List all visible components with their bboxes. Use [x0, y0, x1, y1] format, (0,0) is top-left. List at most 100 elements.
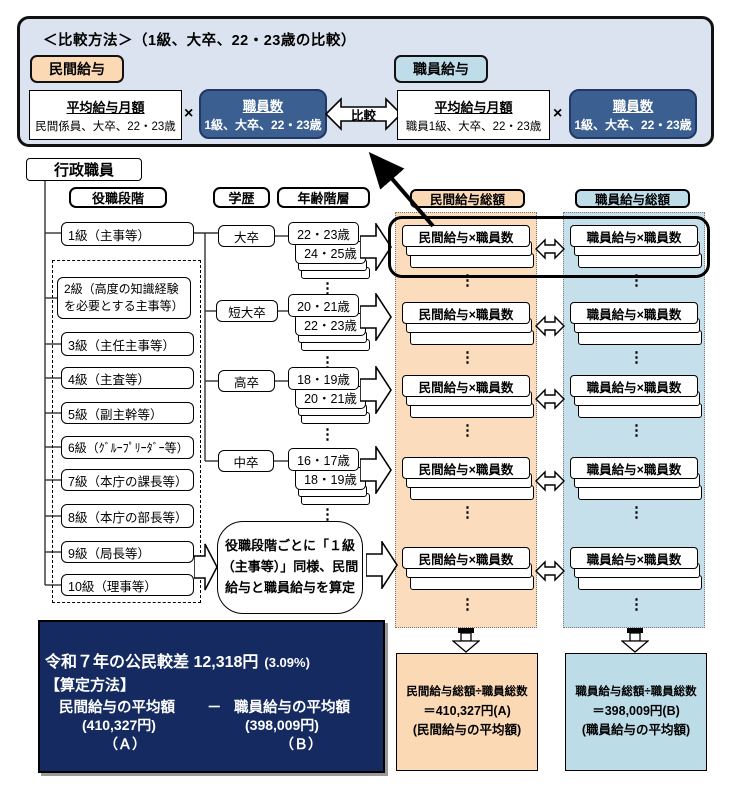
employee-pair-label: 職員給与×職員数: [570, 457, 698, 479]
private-average-box: 平均給与月額 民間係員、大卒、22・23歳: [29, 90, 182, 140]
rank-box-5: 5級（副主幹等）: [61, 402, 194, 424]
private-pair-label: 民間給与×職員数: [402, 457, 530, 479]
ellipsis: ⋮: [629, 272, 644, 289]
ellipsis: ⋮: [460, 272, 475, 289]
method-panel-title: ＜比較方法＞（1級、大卒、22・23歳の比較）: [43, 33, 356, 49]
header-private-total: 民間給与総額: [410, 189, 525, 208]
employee-count-title: 職員数: [612, 99, 654, 114]
flow-arrow-icon: [366, 541, 398, 589]
employee-result-caption: (職員給与の平均額): [581, 722, 691, 737]
summary-left-term: 民間給与の平均額: [59, 700, 175, 716]
calc-note-line: （主事等）」同様、民間: [221, 559, 359, 575]
summary-left-mark: （Ａ）: [104, 736, 146, 752]
rank-box-8: 8級（本庁の部長等）: [61, 504, 194, 528]
rank-box-4: 4級（主査等）: [61, 367, 194, 389]
rank-box-2: 2級（高度の知識経験を必要とする主事等）: [57, 277, 191, 319]
age-stack-jcollege: 20・21歳 22・23歳: [288, 294, 370, 351]
private-salary-tag: 民間給与: [30, 55, 124, 83]
summary-right-value: (398,009円): [245, 717, 319, 733]
private-average-sub: 民間係員、大卒、22・23歳: [35, 120, 176, 133]
header-age: 年齢階層: [277, 187, 370, 208]
employee-pair-stack: 職員給与×職員数: [570, 547, 702, 590]
private-result-box: 民間給与総額÷職員総数 ＝410,327円(A) (民間給与の平均額): [396, 653, 538, 771]
ellipsis: ⋮: [629, 596, 644, 613]
compare-double-arrow-icon: [535, 388, 565, 410]
employee-pair-label: 職員給与×職員数: [570, 302, 698, 324]
employee-pair-stack: 職員給与×職員数: [570, 302, 702, 345]
compare-double-arrow-icon: [535, 238, 565, 260]
rank-group-dashed-box: [52, 260, 201, 603]
private-pair-label: 民間給与×職員数: [402, 375, 530, 397]
rank-box-6: 6級（ｸﾞﾙｰﾌﾟﾘｰﾀﾞｰ等）: [61, 436, 194, 459]
calc-note-line: 役職段階ごとに「１級: [224, 538, 355, 554]
minus-sign: －: [207, 700, 222, 716]
ellipsis: ⋮: [460, 349, 475, 366]
private-result-caption: (民間給与の平均額): [412, 722, 522, 737]
down-arrow-icon: [621, 628, 649, 653]
education-box-jhighschool: 中卒: [218, 450, 274, 472]
private-pair-stack: 民間給与×職員数: [402, 375, 534, 418]
ellipsis: ⋮: [320, 280, 335, 297]
employee-average-title: 平均給与月額: [434, 99, 513, 115]
header-education: 学歴: [213, 187, 270, 208]
private-average-title: 平均給与月額: [66, 99, 145, 115]
ellipsis: ⋮: [629, 504, 644, 521]
header-rank: 役職段階: [69, 187, 167, 208]
employee-pair-stack: 職員給与×職員数: [570, 225, 702, 268]
ellipsis: ⋮: [320, 506, 335, 523]
header-employee-total: 職員給与総額: [575, 189, 690, 208]
age-box: 20・21歳: [288, 294, 359, 317]
rank-box-9: 9級（局長等）: [61, 541, 194, 563]
summary-right-mark: （Ｂ）: [280, 736, 322, 752]
ellipsis: ⋮: [320, 426, 335, 443]
age-box: 18・19歳: [288, 367, 359, 390]
summary-title: 令和７年の公民較差 12,318円: [45, 654, 259, 671]
education-box-jcollege: 短大卒: [216, 300, 278, 322]
employee-count-box: 職員数 1級、大卒、22・23歳: [569, 89, 697, 139]
age-stack-univ: 22・23歳 24・25歳: [288, 222, 370, 279]
multiply-sign: ×: [553, 105, 563, 122]
ellipsis: ⋮: [629, 422, 644, 439]
summary-left-value: (410,327円): [82, 717, 156, 733]
employee-average-box: 平均給与月額 職員1級、大卒、22・23歳: [397, 90, 550, 140]
rank-box-7: 7級（本庁の課長等）: [61, 469, 194, 491]
private-pair-label: 民間給与×職員数: [402, 547, 530, 569]
age-stack-highschool: 18・19歳 20・21歳: [288, 367, 370, 424]
calc-note-bubble: 役職段階ごとに「１級 （主事等）」同様、民間 給与と職員給与を算定: [217, 521, 363, 614]
method-panel: ＜比較方法＞（1級、大卒、22・23歳の比較） 民間給与 職員給与 平均給与月額…: [17, 16, 714, 147]
education-box-univ: 大卒: [218, 225, 275, 247]
private-count-title: 職員数: [242, 99, 284, 114]
age-box: 18・19歳: [295, 467, 366, 490]
education-box-highschool: 高卒: [218, 370, 275, 392]
compare-double-arrow-icon: [535, 560, 565, 582]
ellipsis: ⋮: [460, 504, 475, 521]
private-count-sub: 1級、大卒、22・23歳: [204, 118, 322, 132]
private-count-box: 職員数 1級、大卒、22・23歳: [199, 89, 327, 139]
employee-result-box: 職員給与総額÷職員総数 ＝398,009円(B) (職員給与の平均額): [565, 653, 707, 771]
ellipsis: ⋮: [320, 354, 335, 371]
private-result-formula: 民間給与総額÷職員総数: [406, 685, 528, 698]
age-box: 16・17歳: [288, 448, 359, 471]
employee-pair-label: 職員給与×職員数: [570, 225, 698, 247]
org-root-box: 行政職員: [26, 158, 142, 181]
compare-label: 比較: [350, 108, 376, 123]
private-pair-stack: 民間給与×職員数: [402, 457, 534, 500]
age-box: 22・23歳: [295, 313, 366, 336]
ellipsis: ⋮: [460, 422, 475, 439]
compare-double-arrow-icon: [535, 470, 565, 492]
employee-pair-label: 職員給与×職員数: [570, 547, 698, 569]
calc-note-line: 給与と職員給与を算定: [224, 579, 355, 595]
summary-percent: (3.09%): [264, 655, 310, 670]
employee-result-formula: 職員給与総額÷職員総数: [575, 685, 697, 698]
age-stack-jhighschool: 16・17歳 18・19歳: [288, 448, 370, 505]
private-pair-label: 民間給与×職員数: [402, 302, 530, 324]
employee-pair-stack: 職員給与×職員数: [570, 375, 702, 418]
compare-double-arrow-icon: [535, 315, 565, 337]
age-box: 20・21歳: [295, 386, 366, 409]
rank-box-3: 3級（主任主事等）: [61, 332, 194, 356]
private-result-value: ＝410,327円(A): [423, 703, 511, 718]
employee-result-value: ＝398,009円(B): [592, 703, 680, 718]
private-pair-stack: 民間給与×職員数: [402, 302, 534, 345]
ellipsis: ⋮: [460, 596, 475, 613]
